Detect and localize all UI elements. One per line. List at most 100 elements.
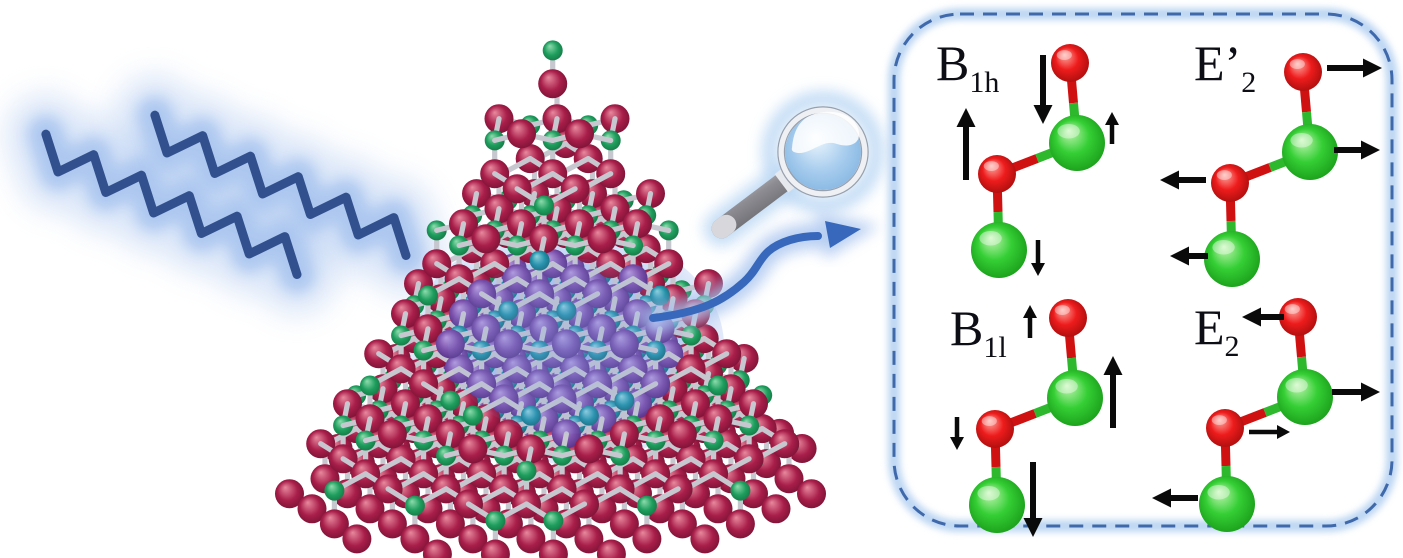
mode-B1l: B1l xyxy=(950,299,1123,537)
lattice-atom-red xyxy=(774,464,804,494)
atom-green xyxy=(1204,231,1260,287)
atom-shine xyxy=(977,485,1000,501)
magnifier-ring xyxy=(777,106,869,198)
excitation-glow-tint xyxy=(448,258,684,434)
atom-green xyxy=(969,477,1025,533)
lattice-atom-red xyxy=(632,524,662,554)
atom-green xyxy=(1282,124,1338,180)
lattice-atom-green xyxy=(542,40,563,61)
lattice-atom-red xyxy=(297,494,327,524)
atom-shine xyxy=(1207,484,1230,500)
atom-shine xyxy=(1290,132,1313,148)
displacement-arrow-head xyxy=(1363,58,1382,78)
atom-shine xyxy=(1216,170,1232,180)
mode-label-E2: E2 xyxy=(1194,299,1240,363)
lattice-atom-red xyxy=(596,539,626,558)
atom-red xyxy=(1284,53,1322,91)
lattice-atom-red xyxy=(703,494,733,524)
panel-dashed-border xyxy=(892,12,1394,528)
lattice-atom-red xyxy=(507,119,536,149)
atom-shine xyxy=(1054,305,1070,315)
displacement-arrow-head xyxy=(1023,305,1037,318)
lattice-atom-red xyxy=(355,494,385,524)
atom-shine xyxy=(1285,377,1308,393)
displacement-arrow-head xyxy=(1170,246,1189,266)
incident-light-waves xyxy=(6,76,445,314)
lattice-atom-red xyxy=(480,539,510,558)
atom-shine xyxy=(979,230,1002,246)
lattice-atom-red xyxy=(667,419,697,449)
atom-shine xyxy=(1212,239,1235,255)
zoom-arrow-head xyxy=(825,221,861,248)
atom-red xyxy=(1049,299,1087,337)
atom-green xyxy=(1047,370,1103,426)
lattice-atom-red xyxy=(516,524,546,554)
atom-red xyxy=(1279,298,1317,336)
displacement-arrow-head xyxy=(1242,307,1261,327)
light-wave xyxy=(41,129,302,279)
lens-shine xyxy=(791,111,860,153)
lattice-atom-red xyxy=(725,509,755,539)
lattice-atom-green xyxy=(324,480,345,501)
lattice-atom-red xyxy=(667,509,697,539)
lattice-atom-red xyxy=(609,509,639,539)
displacement-arrow-head xyxy=(1361,140,1380,160)
atom-red xyxy=(1211,164,1249,202)
atom-shine xyxy=(1055,378,1078,394)
atom-shine xyxy=(1211,415,1227,425)
lattice-atom-red xyxy=(574,524,604,554)
displacement-arrow-head xyxy=(1361,382,1380,402)
mode-label-Ep2: E’2 xyxy=(1194,35,1256,99)
displacement-arrow-head xyxy=(1031,263,1045,276)
lattice-atom-red xyxy=(319,509,349,539)
magnifier-ring xyxy=(778,107,868,197)
displacement-arrow-head xyxy=(1023,518,1043,537)
mode-Ep2: E’2 xyxy=(1160,35,1382,287)
displacement-arrow-head xyxy=(1103,356,1123,375)
panel-background xyxy=(894,14,1392,526)
lattice-atom-green xyxy=(636,495,657,516)
atom-shine xyxy=(1284,304,1300,314)
atom-green xyxy=(1049,115,1105,171)
displacement-arrow-head xyxy=(1033,105,1053,124)
lattice-atom-red xyxy=(458,524,488,554)
lattice-atom-red xyxy=(690,524,720,554)
zoom-callout-arrow xyxy=(640,211,880,331)
displacement-arrow-head xyxy=(950,437,964,450)
lattice-atom-red xyxy=(458,434,488,464)
lattice-atom-red xyxy=(565,119,594,149)
magnifier-icon xyxy=(703,91,884,247)
lattice-atom-red xyxy=(377,509,407,539)
light-wave xyxy=(150,110,411,260)
lattice-atom-green xyxy=(730,480,751,501)
displacement-arrow-head xyxy=(1105,112,1119,125)
atom-shine xyxy=(981,416,997,426)
atom-shine xyxy=(1057,123,1080,139)
lattice-atom-red xyxy=(761,494,791,524)
magnifier-glow xyxy=(762,91,884,213)
lattice-atom-green xyxy=(404,495,425,516)
atom-shine xyxy=(983,161,999,171)
lattice-atom-red xyxy=(377,419,407,449)
magnifier-handle-cap xyxy=(711,214,737,239)
displacement-arrow-head xyxy=(1277,425,1290,439)
lattice-atom-red xyxy=(797,479,826,509)
atom-red xyxy=(1051,44,1089,82)
lattice-atom-green xyxy=(360,375,380,396)
zoom-arrow-shaft xyxy=(649,232,822,322)
mode-label-B1l: B1l xyxy=(950,300,1007,364)
atom-red xyxy=(1206,409,1244,447)
atom-shine xyxy=(1289,59,1305,69)
mode-E2: E2 xyxy=(1152,298,1380,532)
lattice-atom-green xyxy=(516,460,537,481)
lattice-atom-green xyxy=(440,390,461,411)
atom-red xyxy=(978,155,1016,193)
lattice-atom-red xyxy=(538,69,568,99)
atom-red xyxy=(976,410,1014,448)
lattice-atom-green xyxy=(543,510,564,531)
atom-shine xyxy=(1056,50,1072,60)
lattice-atom-red xyxy=(471,224,501,254)
atom-green xyxy=(1277,369,1333,425)
lattice-atom-green xyxy=(462,405,483,426)
